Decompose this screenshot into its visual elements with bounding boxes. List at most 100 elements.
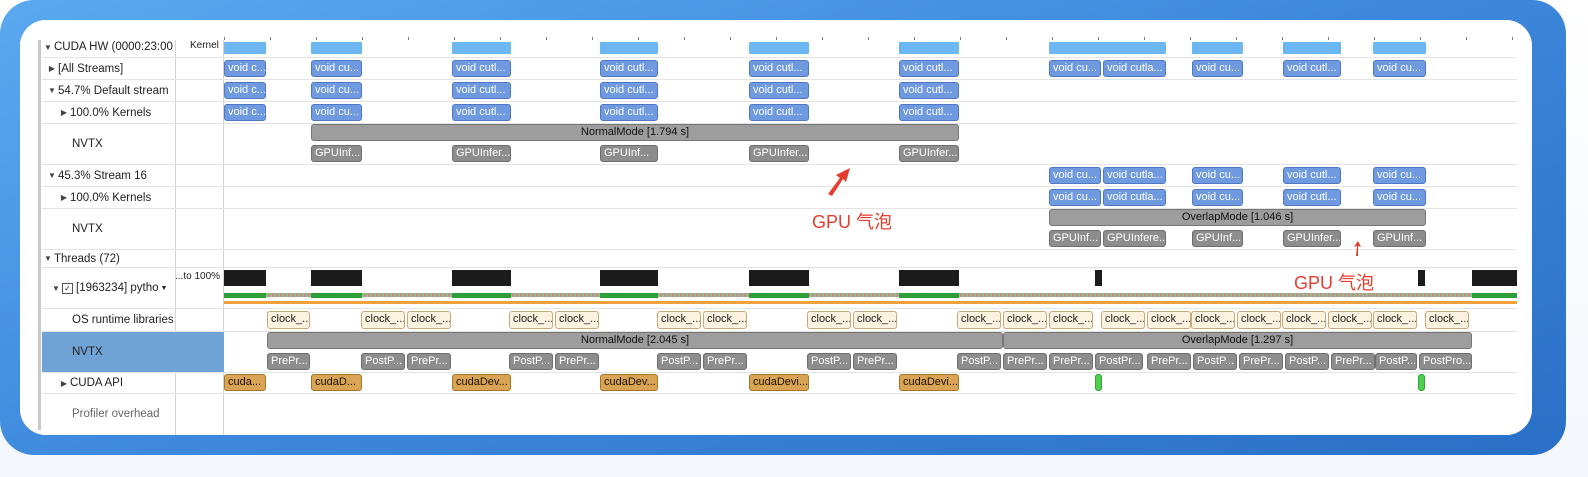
nvtx-gpuinfer[interactable]: GPUInf... (311, 145, 362, 162)
nvtx-postprocess[interactable]: PostP... (1193, 353, 1237, 370)
thread-activity-block[interactable] (749, 270, 809, 286)
os-runtime-call[interactable]: clock_... (1328, 311, 1372, 329)
kernel-block[interactable]: void cutl... (452, 60, 511, 77)
nvtx-preprocess[interactable]: PrePr... (267, 353, 310, 370)
kernel-block[interactable]: void cutl... (600, 82, 658, 99)
nvtx-gpuinfer[interactable]: GPUInf... (1192, 230, 1243, 247)
nvtx-gpuinfer[interactable]: GPUInf... (1373, 230, 1426, 247)
row-nvtx-cpu[interactable]: NVTX (42, 332, 1517, 373)
thread-checkbox[interactable]: ✓ (62, 282, 73, 294)
thread-activity-track[interactable] (224, 293, 1517, 297)
nvtx-gpuinfer[interactable]: GPUInfer... (452, 145, 511, 162)
row-threads[interactable]: ▼Threads (72) (42, 250, 1517, 268)
collapse-icon[interactable]: ▼ (44, 42, 52, 52)
cuda-api-call[interactable]: cudaDevi... (749, 374, 809, 391)
row-profiler-overhead[interactable]: Profiler overhead (42, 394, 1517, 434)
kernel-block[interactable]: void cu... (1373, 60, 1426, 77)
thread-activity-block[interactable] (1472, 270, 1517, 286)
thread-activity-block[interactable] (452, 270, 511, 286)
kernel-activity[interactable] (1373, 42, 1426, 54)
thread-activity-block[interactable] (311, 293, 362, 298)
kernel-block[interactable]: void cu... (1373, 189, 1426, 206)
nvtx-postprocess[interactable]: PostP... (361, 353, 405, 370)
os-runtime-call[interactable]: clock_... (1003, 311, 1047, 329)
row-cuda-hw[interactable]: ▼CUDA HW (0000:23:00 Kernel (42, 37, 1517, 58)
row-os-runtime[interactable]: OS runtime libraries (42, 309, 1517, 332)
nvtx-range-normal-mode[interactable]: NormalMode [1.794 s] (311, 124, 959, 141)
os-runtime-call[interactable]: clock_... (853, 311, 897, 329)
row-default-stream[interactable]: ▼54.7% Default stream (42, 80, 1517, 102)
kernel-block[interactable]: void cutl... (899, 82, 959, 99)
thread-activity-block[interactable] (749, 293, 809, 298)
kernel-block[interactable]: void cu... (1192, 60, 1243, 77)
os-runtime-call[interactable]: clock_... (1237, 311, 1281, 329)
thread-activity-block[interactable] (224, 293, 266, 298)
row-cuda-api[interactable]: ▶CUDA API (42, 373, 1517, 394)
kernel-block[interactable]: void cu... (1049, 60, 1101, 77)
nvtx-range-overlap-mode[interactable]: OverlapMode [1.046 s] (1049, 209, 1426, 226)
kernel-block[interactable]: void cutla... (1103, 167, 1166, 184)
nvtx-preprocess[interactable]: PrePr... (407, 353, 451, 370)
thread-activity-block[interactable] (224, 270, 266, 286)
kernel-block[interactable]: void cutl... (899, 104, 959, 121)
kernel-block[interactable]: void cutl... (749, 82, 809, 99)
nvtx-postprocess[interactable]: PostP... (957, 353, 1001, 370)
kernel-block[interactable]: void cutl... (749, 104, 809, 121)
nvtx-preprocess[interactable]: PrePr... (1331, 353, 1375, 370)
cuda-api-call[interactable]: cudaDev... (452, 374, 511, 391)
os-runtime-call[interactable]: clock_... (1282, 311, 1326, 329)
nvtx-gpuinfer[interactable]: GPUInf... (600, 145, 658, 162)
kernel-block[interactable]: void cutl... (1283, 189, 1341, 206)
kernel-block[interactable]: void c... (224, 104, 266, 121)
nvtx-postprocess[interactable]: PostP... (1285, 353, 1329, 370)
nvtx-preprocess[interactable]: PrePr... (1003, 353, 1047, 370)
kernel-block[interactable]: void c... (224, 60, 266, 77)
kernel-block[interactable]: void cu... (1192, 167, 1243, 184)
kernel-activity[interactable] (1049, 42, 1166, 54)
os-runtime-call[interactable]: clock_... (807, 311, 851, 329)
row-stream16-kernels[interactable]: ▶100.0% Kernels (42, 187, 1517, 209)
os-runtime-call[interactable]: clock_... (1373, 311, 1417, 329)
kernel-activity[interactable] (452, 42, 511, 54)
kernel-activity[interactable] (224, 42, 266, 54)
kernel-activity[interactable] (1192, 42, 1243, 54)
nvtx-gpuinfer[interactable]: GPUInfer... (749, 145, 809, 162)
kernel-activity[interactable] (749, 42, 809, 54)
kernel-block[interactable]: void cutl... (749, 60, 809, 77)
kernel-block[interactable]: void cutl... (452, 82, 511, 99)
os-runtime-call[interactable]: clock_... (361, 311, 405, 329)
nvtx-gpuinfer[interactable]: GPUInfere... (1103, 230, 1166, 247)
kernel-block[interactable]: void cu... (1049, 167, 1101, 184)
kernel-block[interactable]: void cu... (311, 60, 362, 77)
nvtx-range-overlap-mode[interactable]: OverlapMode [1.297 s] (1003, 332, 1472, 349)
nvtx-preprocess[interactable]: PrePr... (853, 353, 897, 370)
os-runtime-call[interactable]: clock_... (555, 311, 599, 329)
thread-activity-block[interactable] (1472, 293, 1517, 298)
os-runtime-call[interactable]: clock_... (703, 311, 747, 329)
os-runtime-call[interactable]: clock_... (407, 311, 451, 329)
row-process[interactable]: ▼ ✓ [1963234] pytho▼ ...to 100% (42, 268, 1517, 309)
kernel-block[interactable]: void cutl... (452, 104, 511, 121)
nvtx-preprocess[interactable]: PrePr... (703, 353, 747, 370)
nvtx-preprocess[interactable]: PrePr... (1147, 353, 1191, 370)
os-runtime-call[interactable]: clock_... (1147, 311, 1191, 329)
cuda-api-call[interactable]: cudaDevi... (899, 374, 959, 391)
row-stream-16[interactable]: ▼45.3% Stream 16 (42, 165, 1517, 187)
cuda-api-call[interactable]: cudaDev... (600, 374, 658, 391)
kernel-block[interactable]: void cutla... (1103, 60, 1166, 77)
nvtx-gpuinfer[interactable]: GPUInfer... (1283, 230, 1341, 247)
column-separator[interactable] (223, 40, 224, 435)
kernel-activity[interactable] (311, 42, 362, 54)
kernel-block[interactable]: void cutla... (1103, 189, 1166, 206)
os-runtime-call[interactable]: clock_... (957, 311, 1001, 329)
kernel-block[interactable]: void cu... (1049, 189, 1101, 206)
os-runtime-call[interactable]: clock_... (657, 311, 701, 329)
kernel-block[interactable]: void cutl... (899, 60, 959, 77)
kernel-activity[interactable] (899, 42, 959, 54)
expand-icon[interactable]: ▶ (60, 108, 68, 117)
thread-activity-block[interactable] (899, 270, 959, 286)
kernel-block[interactable]: void cu... (1373, 167, 1426, 184)
collapse-icon[interactable]: ▼ (48, 86, 56, 95)
dropdown-icon[interactable]: ▼ (160, 284, 168, 292)
thread-activity-block[interactable] (1095, 270, 1102, 286)
